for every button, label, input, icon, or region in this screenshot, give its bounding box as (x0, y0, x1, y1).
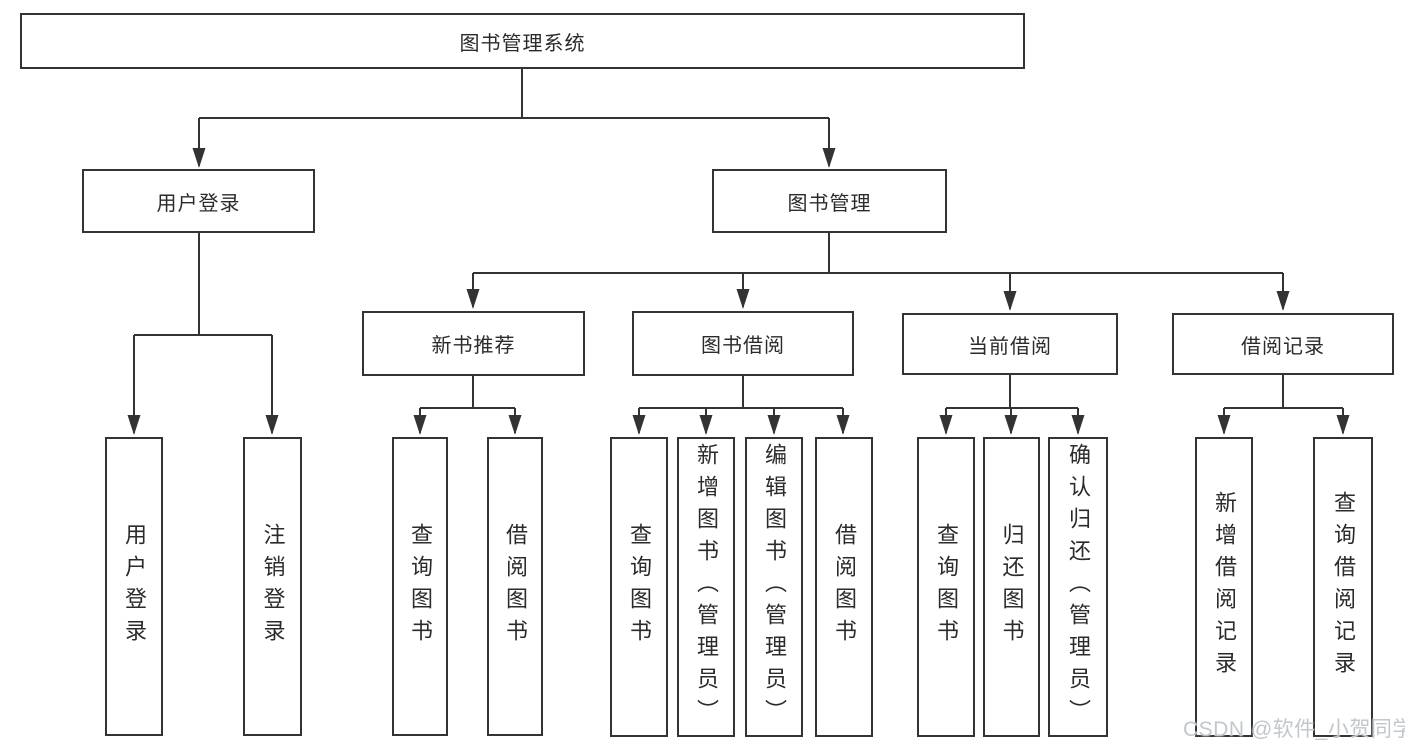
node-user-login-module: 用户登录 (82, 169, 315, 233)
leaf-label: 确认归还（管理员） (1066, 443, 1091, 731)
leaf-add-borrow-record: 新增借阅记录 (1195, 437, 1253, 737)
node-label: 图书借阅 (701, 335, 785, 357)
node-book-management-module: 图书管理 (712, 169, 947, 233)
node-new-book-recommend: 新书推荐 (362, 311, 585, 376)
leaf-confirm-return-admin: 确认归还（管理员） (1048, 437, 1108, 737)
csdn-watermark: CSDN @软件_小贺同学 (1183, 718, 1405, 741)
leaf-logout: 注销登录 (243, 437, 302, 736)
node-library-management-system: 图书管理系统 (20, 13, 1025, 69)
leaf-query-book-recommend: 查询图书 (392, 437, 448, 736)
leaf-label: 新增图书（管理员） (694, 443, 719, 731)
node-label: 用户登录 (156, 192, 241, 215)
node-borrow-records: 借阅记录 (1172, 313, 1394, 375)
leaf-edit-book-admin: 编辑图书（管理员） (745, 437, 803, 737)
leaf-label: 查询图书 (934, 523, 959, 651)
leaf-query-borrow-record: 查询借阅记录 (1313, 437, 1373, 737)
leaf-label: 用户登录 (122, 522, 147, 651)
leaf-user-login: 用户登录 (105, 437, 163, 736)
leaf-query-book-borrow: 查询图书 (610, 437, 668, 737)
node-book-borrow: 图书借阅 (632, 311, 854, 376)
leaf-label: 归还图书 (999, 523, 1025, 651)
node-label: 借阅记录 (1241, 335, 1325, 358)
leaf-borrow-book: 借阅图书 (815, 437, 873, 737)
leaf-label: 借阅图书 (503, 522, 528, 651)
leaf-label: 编辑图书（管理员） (762, 443, 787, 731)
leaf-label: 查询图书 (408, 522, 433, 651)
leaf-label: 新增借阅记录 (1212, 491, 1237, 683)
leaf-borrow-book-recommend: 借阅图书 (487, 437, 543, 736)
leaf-label: 查询图书 (627, 523, 652, 651)
node-label: 当前借阅 (968, 335, 1052, 358)
node-current-borrow: 当前借阅 (902, 313, 1118, 375)
leaf-return-book: 归还图书 (983, 437, 1040, 737)
node-label: 图书管理 (787, 192, 872, 215)
leaf-add-book-admin: 新增图书（管理员） (677, 437, 735, 737)
leaf-label: 注销登录 (260, 522, 286, 651)
leaf-label: 查询借阅记录 (1331, 491, 1356, 683)
leaf-label: 借阅图书 (832, 523, 857, 651)
leaf-query-book-current: 查询图书 (917, 437, 975, 737)
node-label: 新书推荐 (431, 335, 516, 357)
node-label: 图书管理系统 (459, 32, 586, 55)
